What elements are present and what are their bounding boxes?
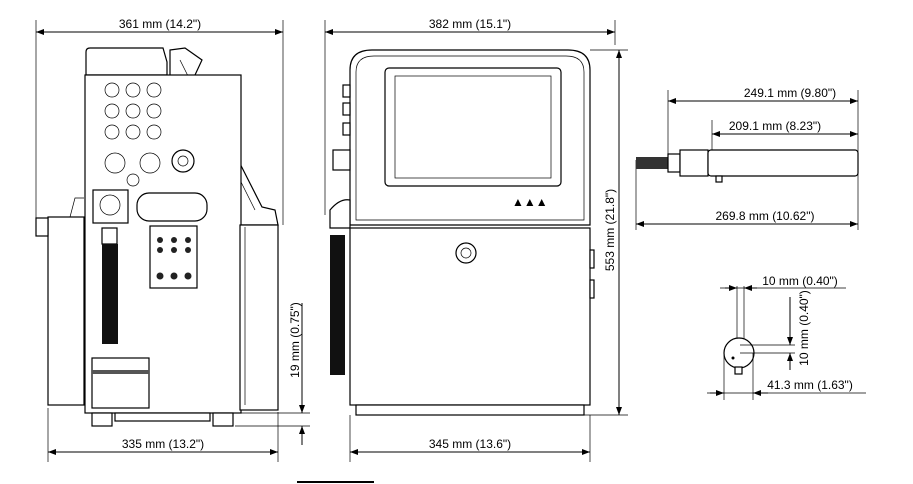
printhead-length-b-label: 209.1 mm (8.23") (729, 119, 821, 133)
printhead-length-a-label: 249.1 mm (9.80") (744, 86, 836, 100)
side-overall-width-label: 361 mm (14.2") (119, 17, 201, 31)
side-view: 361 mm (14.2") (35, 17, 310, 462)
printhead-length-total-label: 269.8 mm (10.62") (716, 209, 815, 223)
cable-conduit (330, 235, 345, 375)
brand-logo: ▲▲▲ (512, 195, 548, 209)
overall-height-label: 553 mm (21.8") (603, 189, 617, 271)
offset-horizontal-label: 10 mm (0.40") (762, 274, 838, 288)
connector-ports (104, 82, 195, 187)
side-base-width-label: 335 mm (13.2") (122, 437, 204, 451)
offset-vertical-label: 10 mm (0.40") (797, 290, 811, 366)
foot-height-label: 19 mm (0.75") (288, 302, 302, 378)
front-overall-width-label: 382 mm (15.1") (429, 17, 511, 31)
touchscreen-display (384, 67, 562, 187)
printhead-end-view: 10 mm (0.40") 10 mm (0.40") 41.3 mm (1.6… (707, 274, 866, 400)
cable-conduit (102, 244, 118, 344)
front-view: 382 mm (15.1") ▲▲▲ 345 mm (13.6") 553 mm… (324, 17, 628, 462)
diameter-label: 41.3 mm (1.63") (767, 378, 853, 392)
printhead-view: 249.1 mm (9.80") 209.1 mm (8.23") 269.8 … (635, 86, 859, 230)
front-base-width-label: 345 mm (13.6") (429, 437, 511, 451)
rating-label-plate (91, 357, 150, 409)
key-switch (455, 242, 477, 264)
